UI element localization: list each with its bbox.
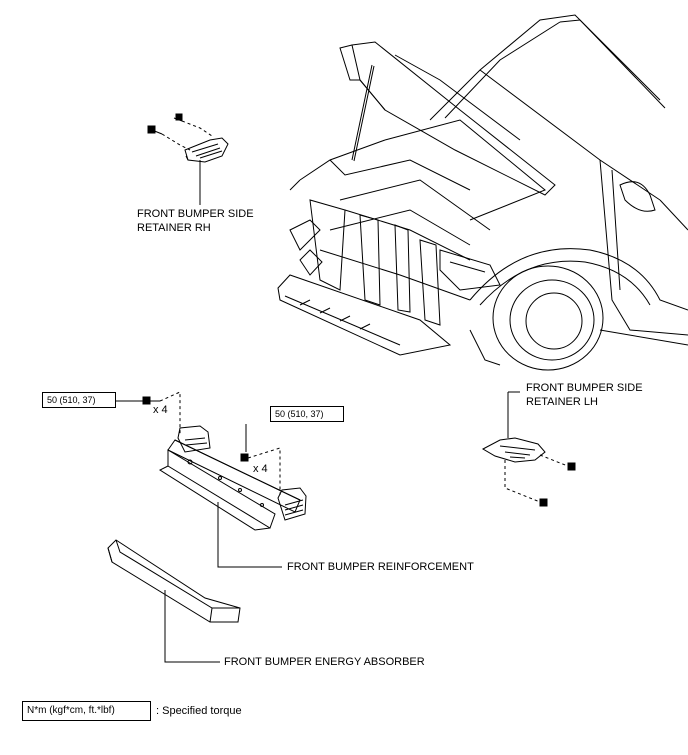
absorber-leader-line [164,590,220,663]
label-side-retainer-rh-line2: RETAINER RH [137,222,211,234]
label-energy-absorber: FRONT BUMPER ENERGY ABSORBER [224,656,425,668]
rh-bolt-upper [173,113,213,137]
label-reinforcement: FRONT BUMPER REINFORCEMENT [287,561,474,573]
bumper-reinforcement [158,425,307,531]
vehicle-illustration [277,14,688,371]
side-retainer-rh [184,137,229,163]
energy-absorber [107,539,241,623]
rh-bolt-lower [147,125,191,151]
torque-qty-left: x 4 [153,404,168,416]
torque-box-left: 50 (510, 37) [42,392,116,408]
label-side-retainer-rh: FRONT BUMPER SIDE RETAINER RH [137,207,254,235]
reinforcement-bolt-right [240,442,281,495]
legend-unit-box: N*m (kgf*cm, ft.*lbf) [22,701,151,721]
lh-bolt-lower [504,460,548,507]
label-side-retainer-lh-line2: RETAINER LH [526,396,598,408]
reinforcement-leader-line [217,502,282,568]
label-side-retainer-lh-line1: FRONT BUMPER SIDE [526,382,643,394]
legend-description: : Specified torque [156,705,242,717]
label-side-retainer-lh: FRONT BUMPER SIDE RETAINER LH [526,381,643,409]
torque-qty-right: x 4 [253,463,268,475]
torque-box-right: 50 (510, 37) [270,406,344,422]
lh-bolt-upper [539,454,576,471]
label-side-retainer-rh-line1: FRONT BUMPER SIDE [137,208,254,220]
side-retainer-lh [481,437,546,463]
